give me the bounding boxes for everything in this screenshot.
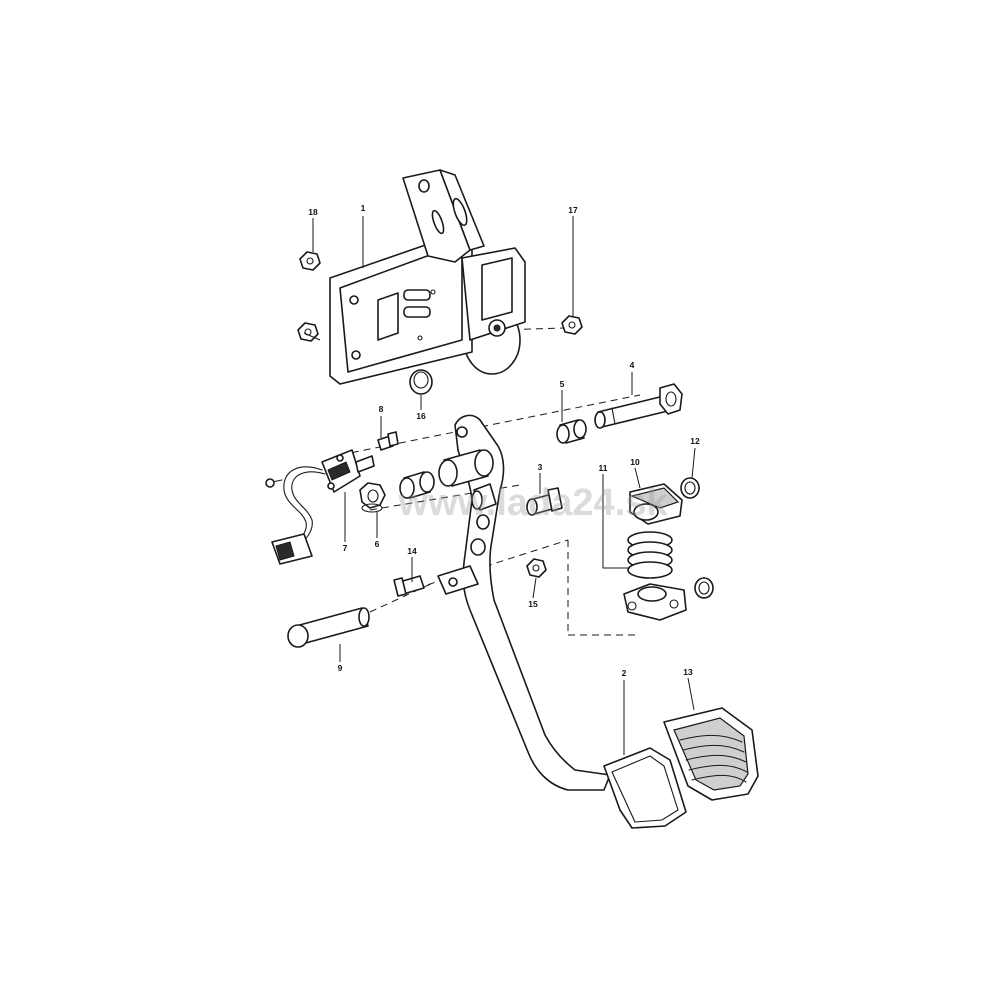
callout-leaders [303, 216, 696, 755]
pivot-tube-bushing-small [399, 471, 435, 499]
pushrod-nut [526, 558, 547, 578]
pushrod-bracket [437, 565, 479, 595]
pivot-nut [561, 315, 583, 335]
circlip-lower [694, 577, 714, 599]
spring-seat-lower [623, 583, 687, 621]
callout-11: 11 [599, 463, 608, 473]
sensor-screw [377, 431, 399, 451]
return-spring [627, 531, 673, 579]
watermark: www.lada24.sk [398, 482, 669, 524]
flange-nut [359, 482, 386, 513]
bracket-nut-upper [299, 251, 321, 271]
callout-12: 12 [690, 436, 700, 446]
callout-9: 9 [338, 663, 343, 673]
pedal-stud [471, 483, 497, 511]
clutch-pedal-lever [454, 414, 687, 829]
pedal-position-switch [265, 449, 375, 547]
callout-10: 10 [630, 457, 640, 467]
callout-14: 14 [407, 546, 417, 556]
rubber-plug [409, 369, 433, 395]
callout-17: 17 [568, 205, 578, 215]
pivot-bushing [556, 419, 587, 444]
callout-1: 1 [361, 203, 366, 213]
spring-seat-upper [629, 483, 683, 525]
callout-5: 5 [560, 379, 565, 389]
callout-7: 7 [343, 543, 348, 553]
wiring-connector [271, 533, 313, 565]
callout-16: 16 [416, 411, 426, 421]
pedal-pad-cover [663, 707, 759, 801]
pushrod-bolt [393, 575, 425, 597]
circlip-upper [680, 477, 700, 499]
pedal-bracket [329, 169, 526, 385]
callout-13: 13 [683, 667, 693, 677]
callout-8: 8 [379, 404, 384, 414]
callout-2: 2 [622, 668, 627, 678]
pivot-bolt [594, 383, 683, 429]
callout-4: 4 [630, 360, 635, 370]
callout-6: 6 [375, 539, 380, 549]
stud-bolt [526, 487, 563, 516]
pivot-tube-bushing-large [438, 449, 494, 487]
callout-18: 18 [308, 207, 318, 217]
callout-15: 15 [528, 599, 538, 609]
pedal-pin [287, 607, 370, 648]
callout-labels: 1 2 3 4 5 6 7 8 9 10 11 12 13 14 15 16 1… [308, 203, 700, 678]
callout-3: 3 [538, 462, 543, 472]
